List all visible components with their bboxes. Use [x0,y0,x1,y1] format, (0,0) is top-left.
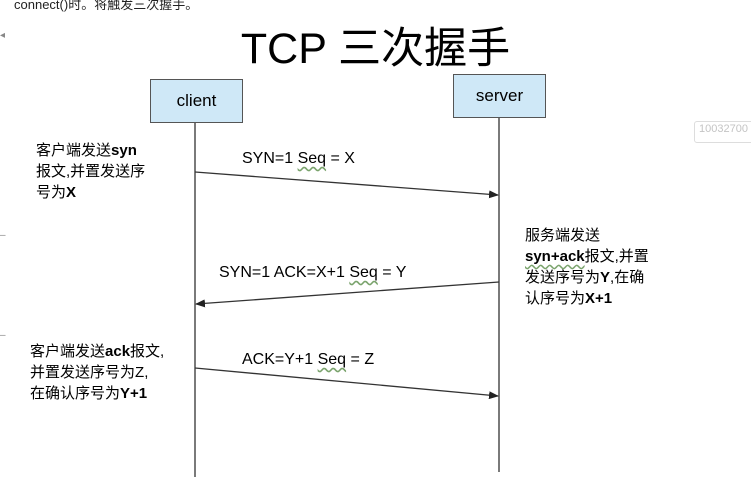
edge-tick-mark: – [0,330,6,341]
edge-tick-mark: ◂ [0,30,6,41]
note-text: 号为 [36,184,67,201]
note-text: Y [600,269,611,286]
side-id-stub: 10032700 [694,121,751,143]
server-label: server [475,86,524,105]
synack-message-label: SYN=1 ACK=X+1 Seq = Y [219,264,406,282]
syn-post: = X [326,150,355,167]
synack-arrow [195,281,500,308]
ack-pre: ACK=Y+1 [242,351,318,368]
note-text: 客户端发送 [30,343,106,360]
note-text: X+1 [585,290,613,307]
server-synack-note: 服务端发送 syn+ack报文,并置 发送序号为Y,在确 认序号为X+1 [525,225,649,309]
syn-pre: SYN=1 [242,150,298,167]
note-text: syn [111,142,137,159]
client-box: client [150,79,243,123]
client-ack-note: 客户端发送ack报文, 并置发送序号为Z, 在确认序号为Y+1 [30,341,164,404]
client-syn-note: 客户端发送syn 报文,并置发送序 号为X [36,140,145,203]
ack-post: = Z [346,351,375,368]
client-label: client [176,91,217,110]
note-text: 并置发送序号为 [30,364,136,381]
note-text: , [144,364,149,381]
synack-post: = Y [377,264,407,281]
server-box: server [453,74,546,118]
note-text: 报文,并置发送序 [36,163,146,180]
note-text: X [66,184,77,201]
top-caption-fragment: connect()时。将触发三次握手。 [14,0,199,12]
note-text: Z [135,364,145,381]
diagram-title: TCP 三次握手 [240,25,511,73]
edge-tick-mark: – [0,230,6,241]
note-text: 报文,并置 [584,248,649,265]
note-text: syn+ack [525,248,585,265]
synack-pre: SYN=1 ACK=X+1 [219,264,350,281]
ack-arrow [194,367,499,400]
syn-message-label: SYN=1 Seq = X [242,150,355,168]
note-text: 报文, [130,343,165,360]
note-text: 认序号为 [525,290,586,307]
syn-arrow [194,171,499,199]
note-text: ,在确 [610,269,645,286]
note-text: 发送序号为 [525,269,601,286]
note-text: 在确认序号为 [30,385,121,402]
note-text: 服务端发送 [525,227,601,244]
note-text: 客户端发送 [36,142,112,159]
syn-seq: Seq [297,150,327,167]
ack-seq: Seq [317,351,347,368]
note-text: ack [105,343,131,360]
ack-message-label: ACK=Y+1 Seq = Z [242,351,374,369]
note-text: Y+1 [120,385,148,402]
synack-seq: Seq [349,264,378,281]
